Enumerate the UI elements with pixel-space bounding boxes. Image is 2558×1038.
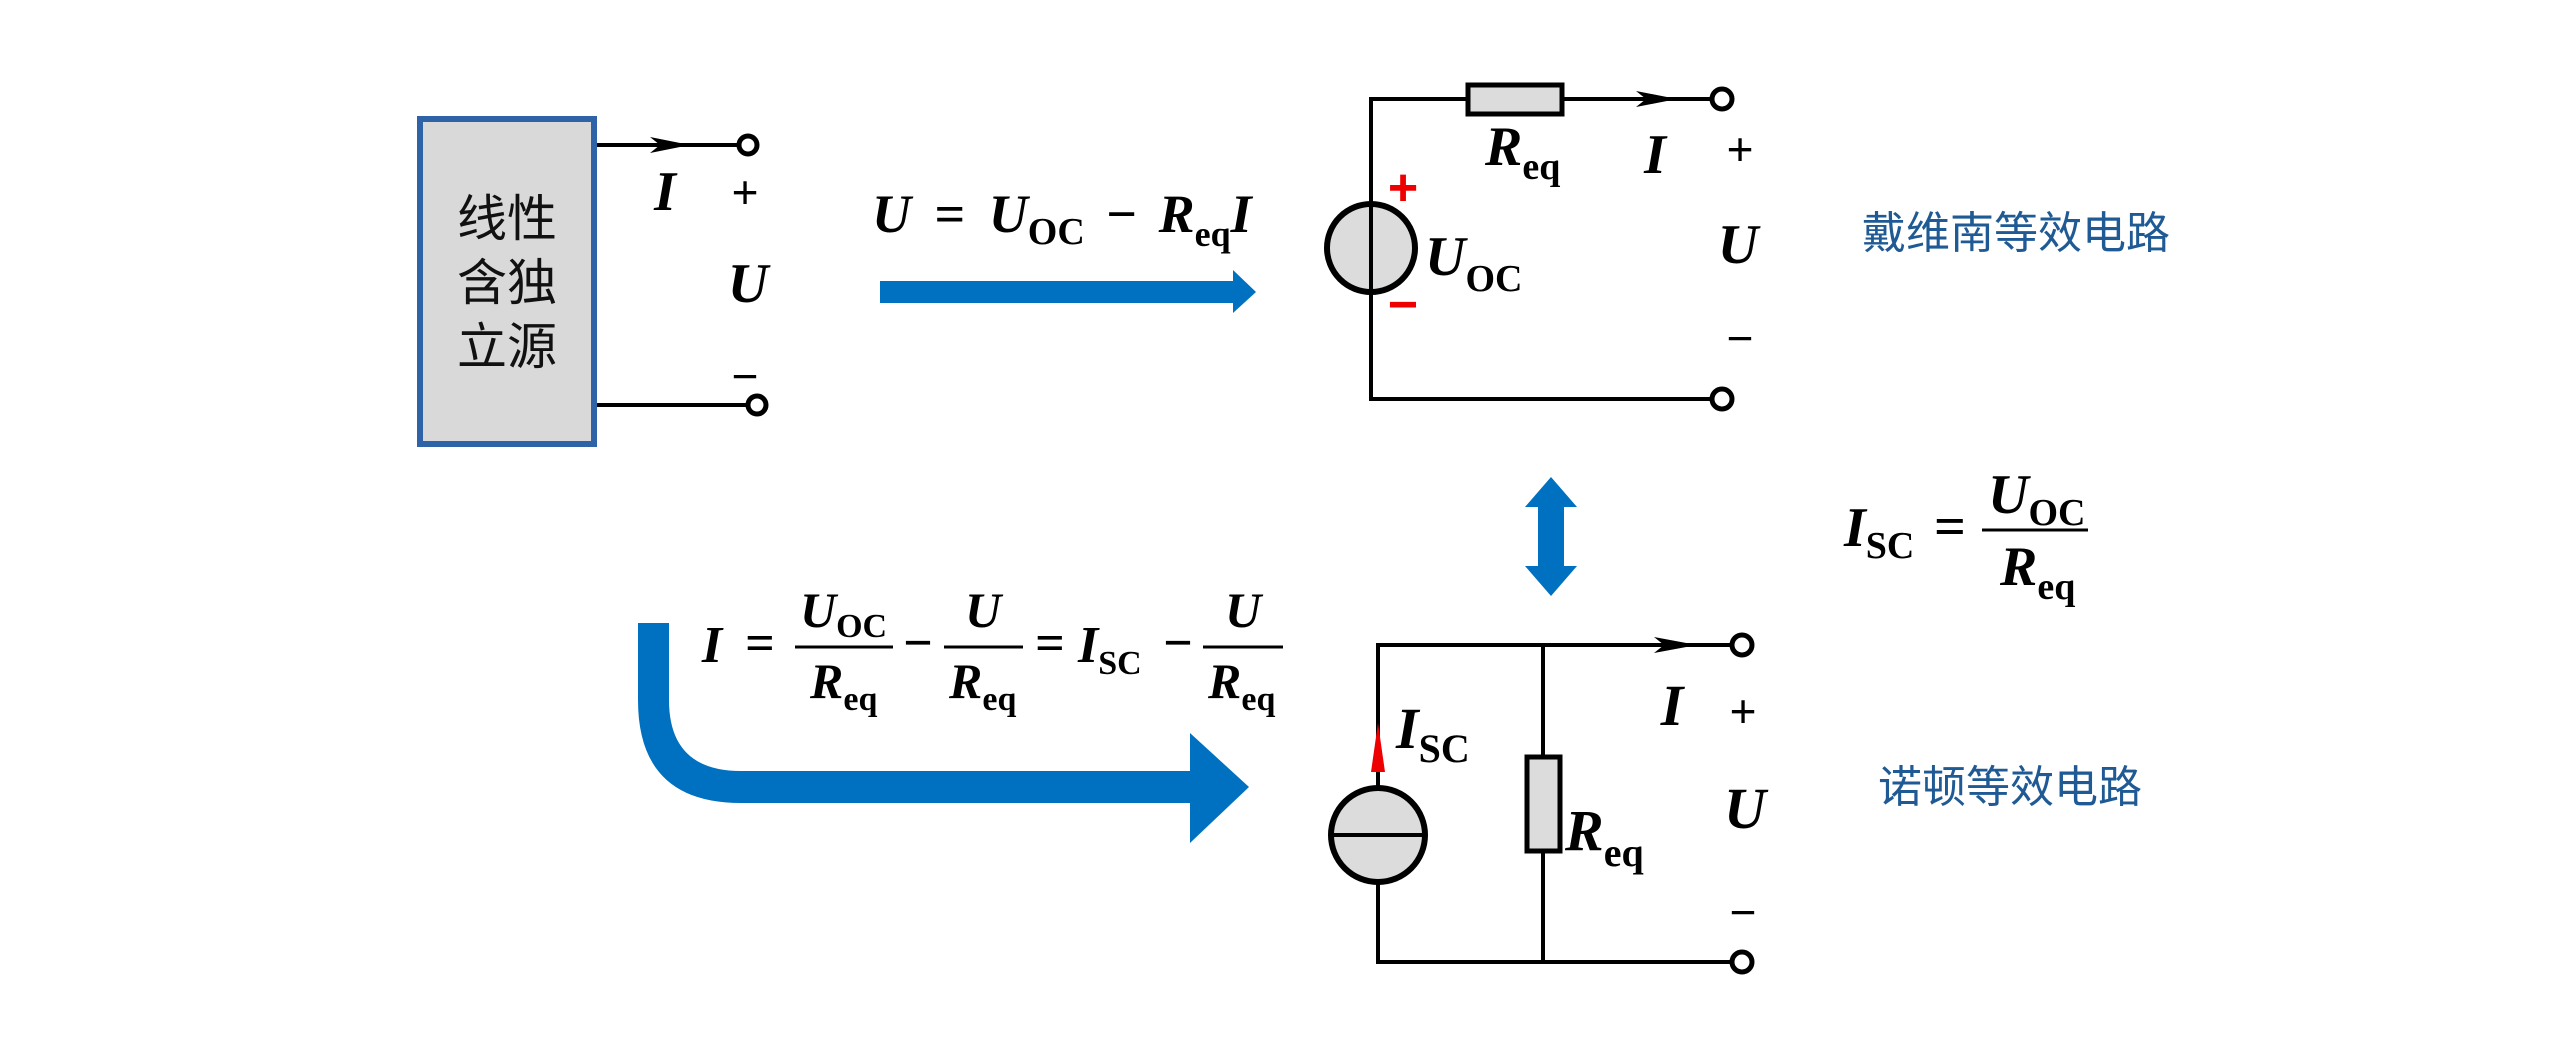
thevenin-title: 戴维南等效电路 xyxy=(1862,208,2170,259)
eq-req-main: R xyxy=(1158,184,1195,244)
thevenin-top-wire xyxy=(1369,97,1468,248)
norton-resistor[interactable] xyxy=(1524,754,1563,854)
neq-minus-2: − xyxy=(1163,615,1193,672)
svg-text:Req: Req xyxy=(948,653,1016,718)
thevenin-voltage-label: U xyxy=(1718,214,1761,276)
thevenin-equation: U = UOC − ReqI xyxy=(872,184,1254,256)
isc-formula: ISC = UOC Req xyxy=(1843,464,2088,608)
thevenin-bottom-wire xyxy=(1369,248,1712,401)
network-label-line-1: 线性 xyxy=(457,190,557,248)
norton-transform-curved-arrow-icon xyxy=(638,623,1249,843)
isc-equals: = xyxy=(1934,496,1966,558)
thevenin-current-arrow-icon xyxy=(1636,91,1677,107)
svg-text:U: U xyxy=(1225,582,1264,638)
thevenin-minus-sign: − xyxy=(1727,312,1754,364)
network-minus-sign: − xyxy=(732,350,759,402)
norton-voltage-label: U xyxy=(1724,776,1769,841)
network-current-label: I xyxy=(653,161,678,223)
isc-num-main: U xyxy=(1988,464,2031,526)
isc-den-sub: eq xyxy=(2037,566,2075,608)
isc-num-sub: OC xyxy=(2028,492,2085,534)
norton-resistor-label: Req xyxy=(1564,798,1644,875)
network-terminal-top[interactable] xyxy=(736,133,760,157)
norton-terminal-bottom[interactable] xyxy=(1729,949,1755,975)
thevenin-resistor-label: Req xyxy=(1484,116,1560,188)
neq-equals-2: = xyxy=(1035,615,1065,672)
eq-equals: = xyxy=(935,184,966,244)
svg-text:UOC: UOC xyxy=(800,582,887,645)
norton-minus-sign: − xyxy=(1730,886,1757,938)
thevenin-resistor[interactable] xyxy=(1465,82,1565,117)
network-label-line-3: 立源 xyxy=(457,318,557,376)
thevenin-terminal-top[interactable] xyxy=(1709,86,1735,112)
equivalence-double-arrow-icon xyxy=(1525,477,1577,596)
svg-text:UOC: UOC xyxy=(1988,464,2085,534)
isc-lhs-sub: SC xyxy=(1866,525,1915,567)
eq-uoc-sub: OC xyxy=(1028,211,1085,253)
eq-req-sub: eq xyxy=(1195,214,1231,254)
thevenin-transform-arrow-icon xyxy=(880,270,1256,313)
source-plus-sign: + xyxy=(1388,159,1418,217)
eq-u: U xyxy=(872,184,914,244)
neq-i: I xyxy=(701,617,724,674)
svg-text:Req: Req xyxy=(1999,536,2075,608)
thevenin-plus-sign: + xyxy=(1727,123,1754,175)
isc-den-main: R xyxy=(1999,536,2037,598)
eq-i: I xyxy=(1230,184,1254,244)
svg-text:ISC: ISC xyxy=(1077,617,1142,682)
norton-equation: I = UOC Req − U Req = ISC − U Req xyxy=(701,582,1283,718)
norton-current-label: I xyxy=(1660,673,1686,738)
norton-title: 诺顿等效电路 xyxy=(1878,762,2142,813)
current-arrow-icon xyxy=(650,137,690,153)
norton-source-label: ISC xyxy=(1395,696,1470,771)
neq-equals-1: = xyxy=(745,615,775,672)
network-plus-sign: + xyxy=(732,166,759,218)
norton-terminal-top[interactable] xyxy=(1729,632,1755,658)
linear-network: 线性 含独 立源 I + U − xyxy=(417,116,771,447)
svg-text:Req: Req xyxy=(809,653,877,718)
network-voltage-label: U xyxy=(728,253,771,315)
norton-bottom-wire xyxy=(1376,883,1732,964)
thevenin-terminal-bottom[interactable] xyxy=(1709,386,1735,412)
thevenin-source-label: UOC xyxy=(1425,226,1522,300)
thevenin-circuit: + − Req UOC I + U − xyxy=(1324,82,1761,412)
current-source-direction-arrow-icon xyxy=(1371,723,1385,772)
eq-uoc-main: U xyxy=(989,184,1031,244)
thevenin-current-label: I xyxy=(1643,124,1668,186)
svg-text:U = UOC −: U = UOC − ReqI xyxy=(872,184,1254,256)
svg-text:U: U xyxy=(965,582,1004,638)
network-label-line-2: 含独 xyxy=(457,254,557,312)
norton-circuit: ISC Req I + U − xyxy=(1328,632,1769,975)
isc-lhs-main: I xyxy=(1843,497,1868,559)
network-terminal-bottom[interactable] xyxy=(745,393,769,417)
source-minus-sign: − xyxy=(1388,276,1418,334)
network-box xyxy=(417,116,597,447)
neq-minus-1: − xyxy=(903,615,933,672)
norton-current-arrow-icon xyxy=(1654,637,1697,653)
svg-text:Req: Req xyxy=(1207,653,1275,718)
eq-minus: − xyxy=(1106,184,1137,244)
norton-plus-sign: + xyxy=(1730,685,1757,737)
svg-text:ISC: ISC xyxy=(1843,497,1914,567)
